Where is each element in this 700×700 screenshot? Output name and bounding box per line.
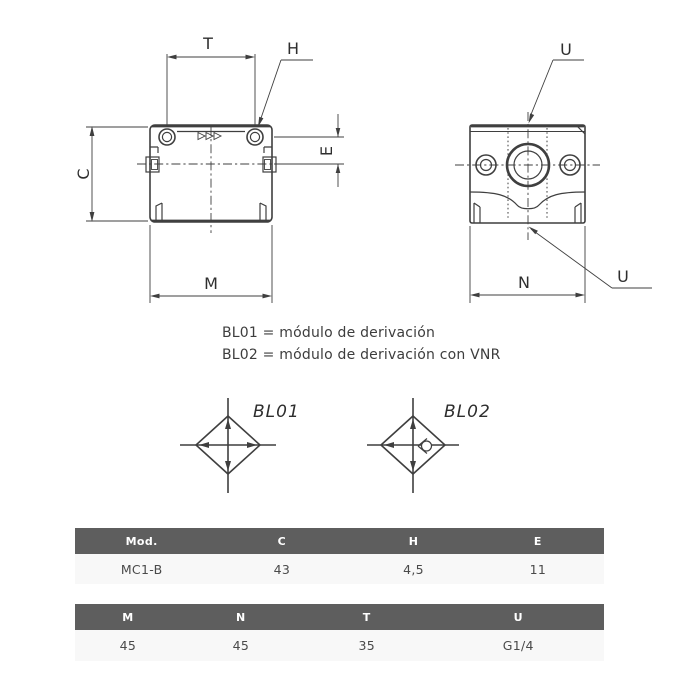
table2-header-row: M N T U bbox=[75, 604, 604, 630]
dimensions-table-2: M N T U 45 45 35 G1/4 bbox=[75, 604, 604, 661]
table2-value-n: 45 bbox=[232, 638, 250, 653]
foot-slot-left bbox=[473, 202, 481, 223]
dimension-N: N bbox=[469, 226, 586, 303]
side-view-drawing: U U N bbox=[455, 40, 652, 303]
table1-value-mod: MC1-B bbox=[120, 561, 163, 577]
check-valve-vnr bbox=[417, 438, 433, 454]
symbol-bl02-label: BL02 bbox=[444, 402, 491, 422]
table1-header-row: Mod. C H E bbox=[75, 528, 604, 554]
foot-slot-right bbox=[259, 202, 267, 222]
callout-H: H bbox=[258, 39, 313, 127]
table1-header-e: E bbox=[533, 534, 542, 548]
note-bl02: BL02 = módulo de derivación con VNR bbox=[222, 347, 501, 363]
module-notes: BL01 = módulo de derivación BL02 = módul… bbox=[222, 322, 501, 366]
dimension-E: E bbox=[274, 114, 344, 187]
body-contour-curve bbox=[469, 191, 586, 210]
table2-header-t: T bbox=[362, 610, 371, 624]
table2-value-m: 45 bbox=[119, 638, 137, 653]
mounting-hole-left bbox=[158, 128, 176, 146]
side-port-tab-left bbox=[145, 156, 160, 173]
table2-value-t: 35 bbox=[358, 638, 375, 653]
dimension-M: M bbox=[149, 225, 273, 303]
table2-header-u: U bbox=[513, 610, 523, 624]
table1-header-h: H bbox=[408, 534, 419, 548]
foot-slot-right bbox=[574, 202, 582, 223]
dim-label-n: N bbox=[518, 273, 530, 292]
table1-header-mod: Mod. bbox=[125, 534, 158, 548]
callout-U-top: U bbox=[528, 40, 584, 124]
note-bl01: BL01 = módulo de derivación bbox=[222, 325, 436, 341]
dim-label-u-top: U bbox=[560, 40, 572, 59]
dim-label-t: T bbox=[202, 34, 213, 53]
table2-header-m: M bbox=[122, 610, 134, 624]
mounting-hole-right bbox=[246, 128, 264, 146]
front-view-body bbox=[137, 124, 287, 233]
dimension-T: T bbox=[166, 34, 256, 127]
front-view-drawing: C T H E bbox=[74, 34, 344, 303]
table1-value-h: 4,5 bbox=[403, 561, 424, 577]
table2-data-row: 45 45 35 G1/4 bbox=[75, 630, 604, 661]
table1-value-e: 11 bbox=[529, 561, 547, 577]
dim-label-u-bottom: U bbox=[617, 267, 629, 286]
table1-header-c: C bbox=[277, 534, 287, 548]
table1-data-row: MC1-B 43 4,5 11 bbox=[75, 554, 604, 584]
table2-header-n: N bbox=[236, 610, 246, 624]
symbol-bl01: BL01 bbox=[180, 398, 300, 493]
side-port-tab-right bbox=[262, 156, 277, 173]
symbol-bl01-label: BL01 bbox=[253, 402, 300, 422]
table2-value-u: G1/4 bbox=[502, 638, 534, 653]
pneumatic-symbols: BL01 BL02 bbox=[180, 398, 491, 493]
dimension-C: C bbox=[74, 126, 148, 222]
dim-label-c: C bbox=[74, 168, 93, 179]
dim-label-e: E bbox=[317, 146, 336, 156]
dim-label-h: H bbox=[287, 39, 299, 58]
flow-direction-symbol bbox=[197, 131, 223, 141]
table1-value-c: 43 bbox=[273, 561, 291, 577]
dim-label-m: M bbox=[204, 274, 218, 293]
dimensions-table-1: Mod. C H E MC1-B 43 4,5 11 bbox=[75, 528, 604, 584]
side-view-body bbox=[455, 112, 600, 240]
foot-slot-left bbox=[155, 202, 163, 222]
symbol-bl02: BL02 bbox=[367, 398, 491, 493]
callout-U-bottom: U bbox=[528, 226, 652, 289]
